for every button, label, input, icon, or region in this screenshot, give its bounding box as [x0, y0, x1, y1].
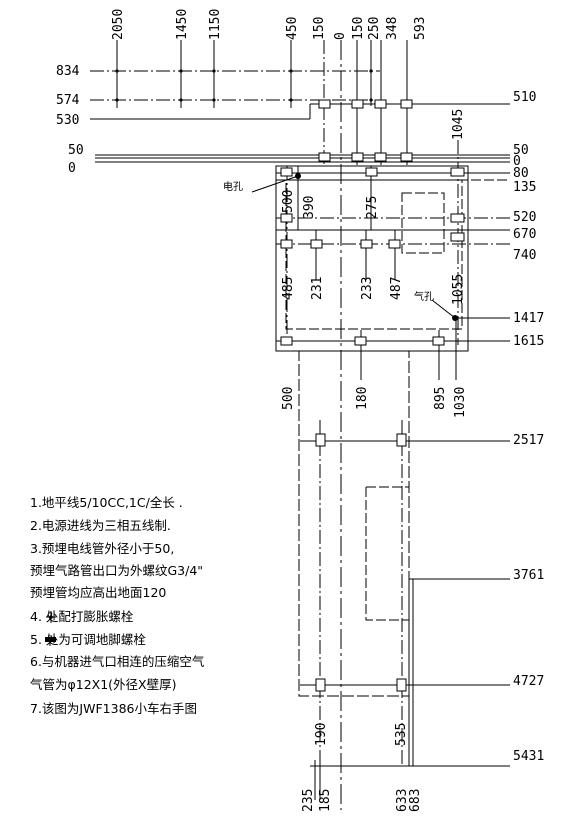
right-y-label: 2517 [513, 433, 544, 448]
electric-hole-dot [295, 173, 301, 179]
electric-hole-leader [251, 175, 299, 193]
electric-hole-label: 电孔 [223, 180, 243, 193]
note-line: 气管为φ12X1(外径X壁厚) [30, 677, 177, 692]
lower-inner-dashed [365, 486, 409, 621]
row2-label: 487 [389, 277, 404, 300]
right-y-label: 1417 [513, 311, 544, 326]
left-y-label: 834 [56, 64, 80, 79]
air-hole-leader [431, 299, 456, 319]
left-y-label: 50 [68, 143, 84, 158]
bottom-x-label: 235 [301, 789, 316, 812]
inner-frame [285, 179, 463, 330]
note-line: 6.与机器进气口相连的压缩空气 [30, 654, 205, 669]
right-y-label: 3761 [513, 568, 544, 583]
top-x-label: 1450 [175, 9, 190, 40]
row1-label: 275 [365, 196, 380, 219]
top-x-label: 250 [367, 17, 382, 40]
lower-frame [298, 350, 410, 697]
top-x-label: 0 [333, 32, 348, 40]
top-x-label: 150 [351, 17, 366, 40]
right-y-label: 0 [513, 154, 521, 169]
left-y-label: 530 [56, 113, 79, 128]
upper-frame [275, 165, 469, 352]
right-y-label: 510 [513, 90, 536, 105]
note-line: 4. 处配打膨胀螺栓 [30, 609, 134, 624]
top-x-label: 348 [385, 17, 400, 40]
anchor-bolt-icon [46, 611, 56, 623]
label-1045: 1045 [451, 109, 466, 140]
adjustable-foot-icon [45, 637, 56, 646]
right-y-label: 80 [513, 166, 529, 181]
row3-label: 1030 [453, 387, 468, 418]
top-x-label: 1150 [208, 9, 223, 40]
row3-label: 180 [355, 387, 370, 410]
right-y-label: 5431 [513, 749, 544, 764]
bottom-x-label: 683 [408, 789, 423, 812]
lower-x-label: 535 [394, 723, 409, 746]
right-y-label: 1615 [513, 334, 544, 349]
row2-label: 233 [360, 277, 375, 300]
right-y-label: 4727 [513, 674, 544, 689]
right-y-label: 520 [513, 210, 536, 225]
right-y-label: 740 [513, 248, 536, 263]
bottom-x-label: 633 [395, 789, 410, 812]
row3-label: 500 [281, 387, 296, 410]
left-y-label: 574 [56, 93, 80, 108]
right-y-label: 670 [513, 227, 536, 242]
top-x-label: 2050 [111, 9, 126, 40]
row3-label: 895 [433, 387, 448, 410]
air-hole-label: 气孔 [414, 290, 434, 303]
row1-label: 500 [281, 190, 296, 213]
row2-label: 1055 [451, 274, 466, 305]
right-y-label: 135 [513, 180, 536, 195]
lower-x-label: 190 [314, 723, 329, 746]
row2-label: 231 [310, 277, 325, 300]
note-line: 1.地平线5/10CC,1C/全长 . [30, 495, 183, 510]
note-line: 预埋气路管出口为外螺纹G3/4" [30, 563, 203, 578]
note-line: 5. 处为可调地脚螺栓 [30, 632, 146, 647]
bolt-symbols [280, 99, 465, 692]
top-x-label: 593 [413, 17, 428, 40]
top-x-label: 150 [312, 17, 327, 40]
bottom-x-label: 185 [318, 789, 333, 812]
row2-label: 485 [281, 277, 296, 300]
right-y-label: 50 [513, 143, 529, 158]
note-line: 2.电源进线为三相五线制. [30, 518, 171, 533]
air-hole-dot [452, 315, 458, 321]
row1-label: 390 [302, 196, 317, 219]
note-line: 预埋管均应高出地面120 [30, 585, 166, 600]
inner-dashed-rect [401, 192, 445, 254]
note-line: 3.预埋电线管外径小于50, [30, 541, 174, 556]
left-y-label: 0 [68, 161, 76, 176]
top-x-label: 450 [285, 17, 300, 40]
note-line: 7.该图为JWF1386小车右手图 [30, 701, 197, 716]
